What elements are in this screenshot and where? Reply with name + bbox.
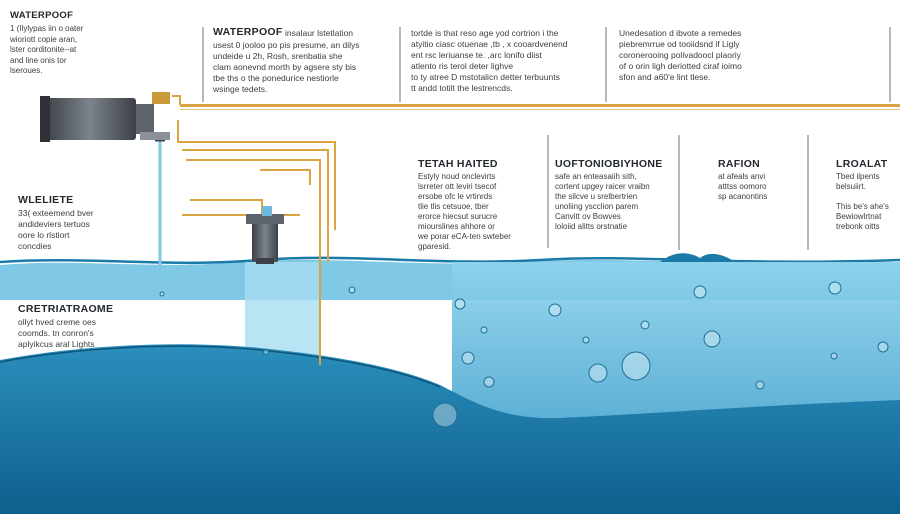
left-mid-title: WLELIETE <box>18 194 74 206</box>
col2-title: UOFTONIOBIYHONE <box>555 158 663 170</box>
panel3-text: Unedesation d ibvote a remedes piebremrr… <box>619 28 742 82</box>
top-pipe-rail-shadow <box>180 109 900 110</box>
right-water-tank <box>452 262 900 422</box>
col1-title: TETAH HAITED <box>418 158 498 170</box>
col2-text: safe an enteasaiih sith, cortent upgey r… <box>555 172 650 231</box>
left-low-title: CRETRIATRAOME <box>18 303 114 315</box>
pump-head <box>246 214 284 224</box>
top-pipe-rail <box>180 104 900 107</box>
deep-water-crest <box>0 345 441 388</box>
motor-valve <box>152 92 170 104</box>
surface-splash <box>660 253 735 262</box>
submersible-pump <box>252 222 278 262</box>
top-left-text: 1 (Ilylypas iin o oater wioriott copie a… <box>10 24 84 75</box>
col1-text: Estyly noud onclevirts lsrreter ott levi… <box>418 172 511 251</box>
deep-water-wave <box>0 344 900 514</box>
top-left-title: WATERPOOF <box>10 10 74 21</box>
col4-text: Tbed ilpents belsuiirt. This be's ahe's … <box>836 172 889 231</box>
motor-base <box>140 132 170 140</box>
left-low-text: ollyt hved creme oes coomds. tn conron's… <box>18 317 96 349</box>
panel1-text-a: insalaur lstetlation <box>285 28 354 38</box>
bubbles <box>159 281 889 428</box>
motor-end-cap <box>40 96 50 142</box>
panel1-title: WATERPOOF <box>213 26 283 38</box>
motor-housing <box>44 98 136 140</box>
motor-coupling <box>136 104 154 134</box>
col3-text: at afeals anvi atttss oomoro sp acanonti… <box>718 172 768 201</box>
panel2-text: tortde is that reso age yod cortrion i t… <box>411 28 568 93</box>
left-mid-text: 33( exteemend bver andideviers tertuos o… <box>18 208 94 251</box>
guide-lines <box>202 27 891 250</box>
pump-outlet <box>262 206 272 216</box>
col4-title: LROALAT <box>836 158 888 170</box>
pump-intake <box>256 258 274 264</box>
panel1-text-b: usest 0 jooloo po pis presume, an dilys … <box>213 40 360 94</box>
col3-title: RAFION <box>718 158 761 170</box>
